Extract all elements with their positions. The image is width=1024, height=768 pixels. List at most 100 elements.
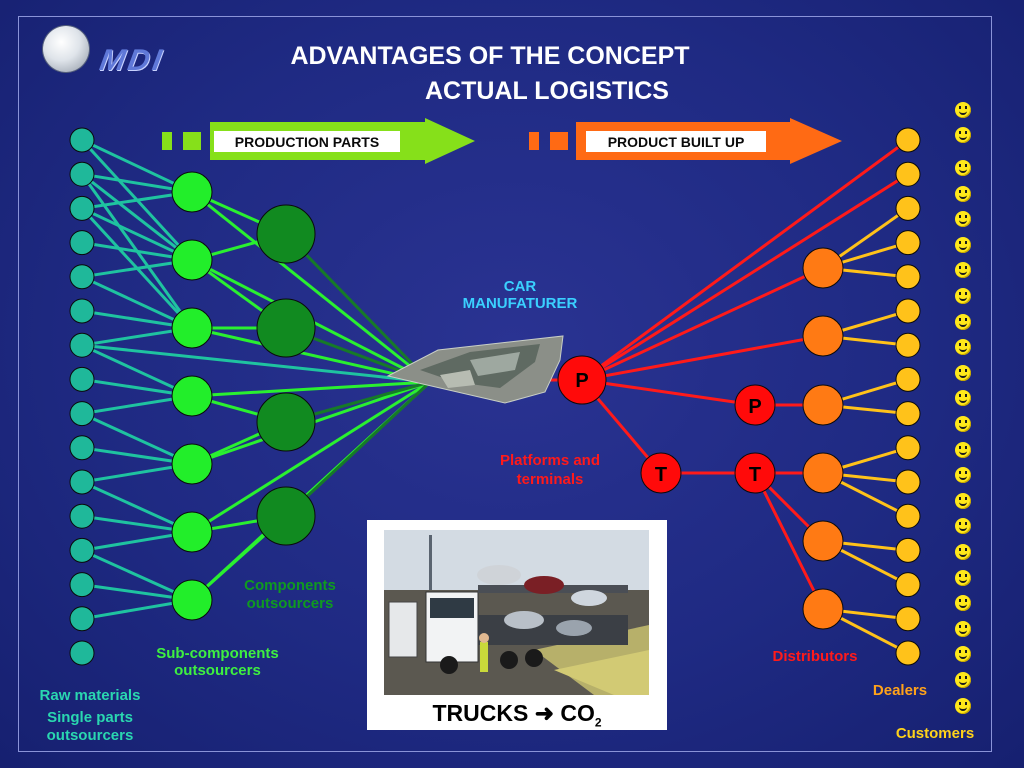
production-parts-arrow: PRODUCTION PARTS — [162, 118, 475, 164]
raw-material-node — [69, 572, 95, 598]
customer-smiley-icon — [955, 467, 971, 484]
dealer-node — [895, 127, 921, 153]
dealer-node — [895, 230, 921, 256]
raw-material-node — [69, 401, 95, 427]
production-parts-label: PRODUCTION PARTS — [235, 134, 379, 150]
connector-line — [581, 266, 824, 382]
connector-line — [191, 380, 431, 398]
customer-smiley-icon — [955, 236, 971, 253]
subcomponent-node — [171, 239, 213, 281]
dealer-node — [895, 640, 921, 666]
customer-smiley-icon — [955, 569, 971, 586]
distributor-node — [802, 452, 844, 494]
customer-smiley-icon — [955, 416, 971, 432]
connector-line — [581, 172, 909, 382]
arrow-right-icon: ➜ — [534, 700, 554, 726]
dealer-node — [895, 469, 921, 495]
dealer-node — [895, 606, 921, 632]
mdi-logo-icon — [43, 26, 89, 72]
platform-letter: P — [575, 370, 588, 392]
co2-subscript: 2 — [594, 715, 602, 730]
trucks-picture-box: TRUCKS ➜ CO2 — [367, 520, 667, 730]
customer-smiley-icon — [955, 697, 971, 714]
customer-smiley-icon — [955, 313, 971, 330]
truck-illustration — [384, 530, 649, 695]
trucks-photo — [384, 530, 649, 695]
connector-line — [753, 472, 825, 610]
raw-material-node — [69, 298, 95, 324]
connector-line — [191, 326, 431, 384]
customer-smiley-icon — [955, 646, 971, 663]
raw-material-node — [69, 366, 95, 392]
title-line-2: ACTUAL LOGISTICS — [425, 77, 669, 105]
customer-smiley-icon — [955, 492, 971, 509]
raw-material-node — [69, 537, 95, 563]
dealer-node — [895, 332, 921, 358]
raw-material-node — [69, 264, 95, 290]
platforms-label-2: terminals — [516, 471, 584, 488]
customer-smiley-icon — [955, 595, 971, 612]
subcomponent-node — [171, 307, 213, 349]
distributor-node — [802, 247, 844, 289]
subcomponents-label-1: Sub-components — [156, 645, 279, 662]
raw-material-node — [69, 503, 95, 529]
dealer-node — [895, 195, 921, 221]
subcomponent-node — [171, 443, 213, 485]
co-text: CO — [560, 700, 595, 726]
customer-smiley-icon — [955, 364, 971, 381]
connector-line — [581, 378, 756, 407]
customer-smiley-icon — [955, 262, 971, 279]
customer-smiley-icon — [955, 390, 971, 407]
raw-material-node — [69, 161, 95, 187]
terminal-letter: T — [749, 464, 761, 486]
product-built-up-arrow: PRODUCT BUILT UP — [529, 118, 842, 164]
customer-smiley-icon — [955, 211, 971, 228]
customers-label: Customers — [895, 725, 975, 742]
component-node — [256, 204, 316, 264]
raw-material-node — [69, 469, 95, 495]
customer-smiley-icon — [955, 544, 971, 560]
dealers-label: Dealers — [872, 682, 928, 699]
raw-material-node — [69, 435, 95, 461]
car-factory-image — [386, 335, 564, 404]
connector-line — [191, 190, 431, 384]
component-node — [256, 486, 316, 546]
trucks-caption-text: TRUCKS — [432, 700, 529, 726]
distributor-node — [802, 520, 844, 562]
customer-smiley-icon — [955, 672, 971, 688]
platform-node — [734, 384, 776, 426]
customer-smiley-icon — [955, 160, 971, 176]
connector-line — [284, 232, 432, 384]
platform-node — [557, 355, 607, 405]
dealer-node — [895, 537, 921, 563]
customer-smiley-icon — [955, 288, 971, 304]
title-line-1: ADVANTAGES OF THE CONCEPT — [290, 42, 690, 70]
connector-line — [581, 334, 824, 382]
customer-smiley-icon — [955, 127, 971, 143]
raw-material-node — [69, 606, 95, 632]
dealer-node — [895, 401, 921, 427]
customer-smiley-icon — [955, 620, 971, 637]
raw-material-node — [69, 127, 95, 153]
distributor-node — [802, 588, 844, 630]
car-manufacturer-label-1: CAR — [503, 278, 537, 295]
raw-materials-label-2: Single parts — [47, 709, 133, 726]
dealer-node — [895, 298, 921, 324]
components-label-2: outsourcers — [246, 595, 334, 612]
dealer-node — [895, 366, 921, 392]
slide-frame — [18, 16, 992, 752]
component-node — [256, 392, 316, 452]
subcomponent-node — [171, 511, 213, 553]
customer-smiley-icon — [955, 518, 971, 535]
raw-material-node — [69, 332, 95, 358]
terminal-node — [640, 452, 682, 494]
raw-material-node — [69, 640, 95, 666]
platform-letter: P — [748, 396, 761, 418]
dealer-node — [895, 435, 921, 461]
trucks-caption: TRUCKS ➜ CO2 — [367, 700, 667, 730]
connector-line — [284, 380, 432, 518]
component-node — [256, 298, 316, 358]
components-label-1: Components — [244, 577, 336, 594]
raw-material-node — [69, 230, 95, 256]
